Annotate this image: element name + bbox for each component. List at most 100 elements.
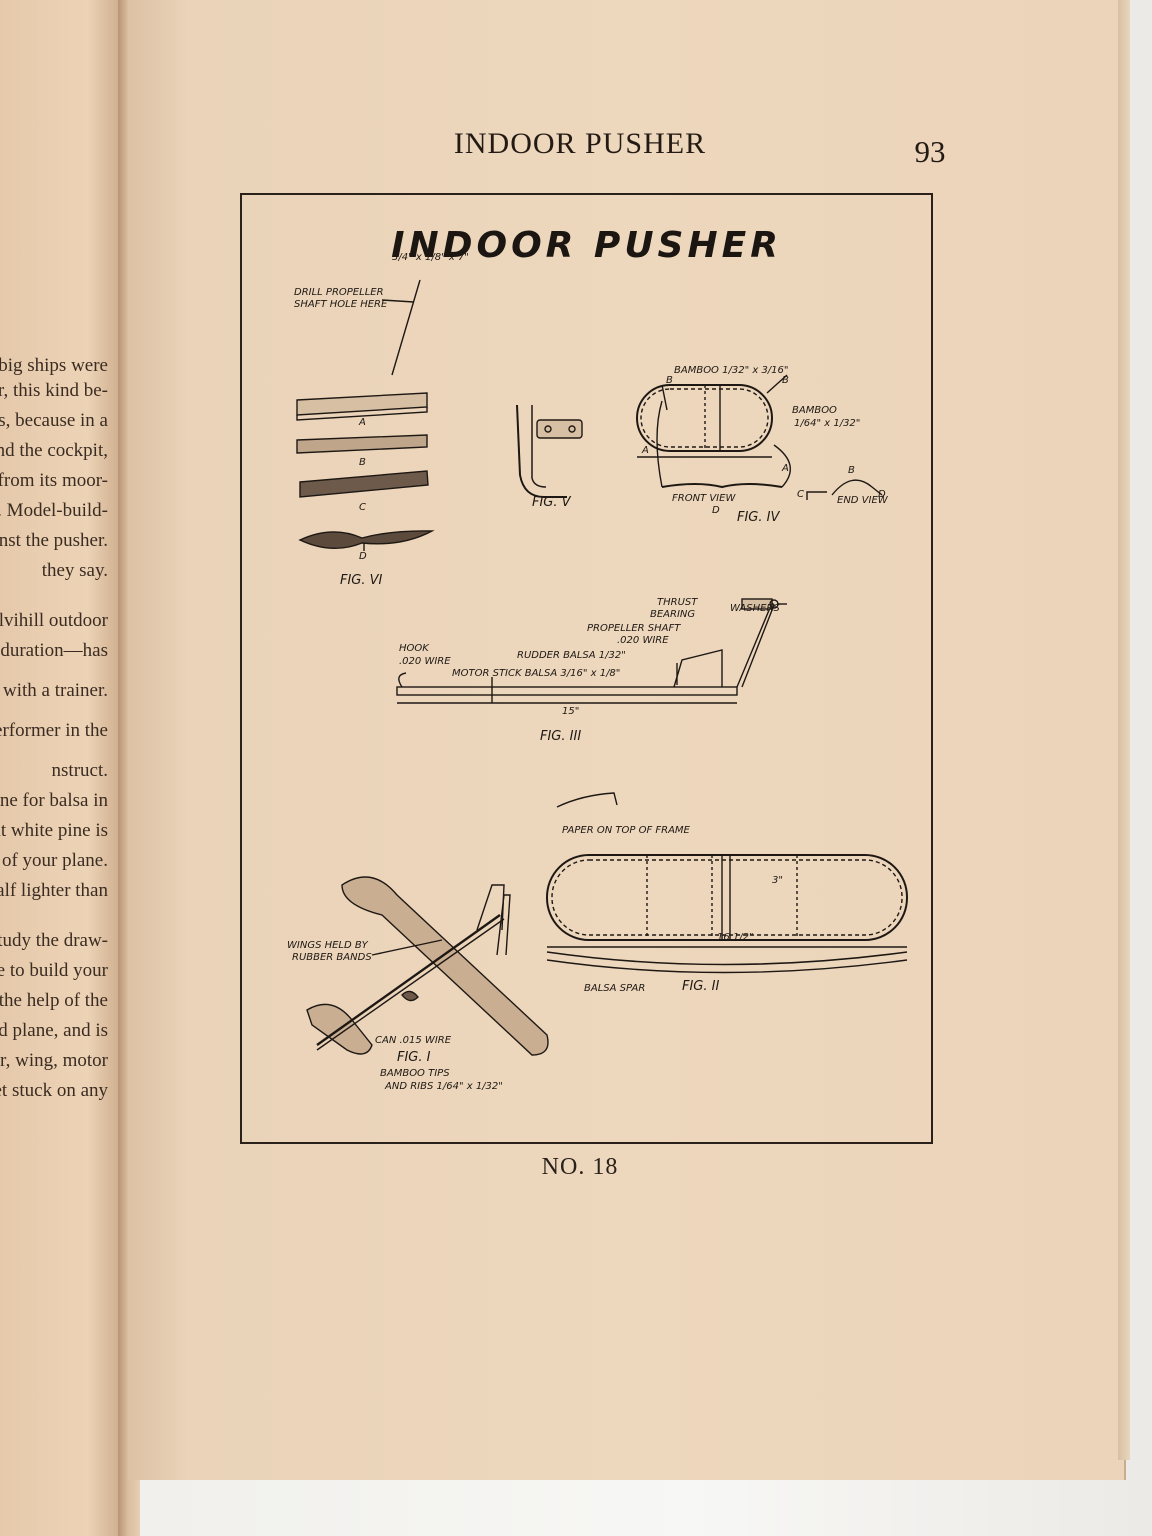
left-page-line: ction, study the draw- [0, 930, 108, 952]
left-page-line: elevator, wing, motor [0, 1050, 108, 1072]
fig6-dimension: 3/4" x 1/8" x 7" [392, 252, 469, 263]
left-page-line: y for duration—has [0, 640, 108, 662]
fig3-motor-stick [396, 598, 787, 704]
left-page-line-text: od wever with a trainer. [0, 680, 108, 701]
fig3-length: 15" [562, 706, 580, 717]
fig1-rubber-bands: RUBBER BANDS [292, 952, 372, 963]
left-page-line: wever, this kind be- [0, 380, 108, 402]
left-page-line-text: ators, because in a [0, 410, 108, 431]
running-head: INDOOR PUSHER [453, 127, 707, 160]
fig3-propeller-shaft: PROPELLER SHAFT [587, 623, 681, 634]
left-page-line: they say. [0, 560, 108, 582]
left-page-line: e pilot. Model-build- [0, 500, 108, 522]
left-page-line: behind the cockpit, [0, 440, 108, 462]
fig4-bamboo-top: BAMBOO 1/32" x 3/16" [674, 365, 789, 376]
fig4-end-view: END VIEW [837, 495, 888, 506]
left-page-line: be able to build your [0, 960, 108, 982]
left-page-line-text: y for duration—has [0, 640, 108, 661]
fig3-hook: HOOK [399, 643, 429, 654]
fig4-letter-a2: A [782, 463, 789, 474]
left-page-line: od wever with a trainer. [0, 680, 108, 702]
left-page-line: he Mulvihill outdoor [0, 610, 108, 632]
fig4-letter-d: D [878, 489, 886, 500]
fig4-bamboo-right: BAMBOO [792, 405, 837, 416]
left-page-line-text: f the big ships were [0, 355, 108, 376]
plate-title: INDOOR PUSHER [391, 225, 782, 266]
left-page-line-text: nstruct. [51, 760, 108, 781]
left-page-line-text: ssembled plane, and is [0, 1020, 108, 1041]
right-page [128, 0, 1126, 1480]
fig2-caption: FIG. II [682, 979, 720, 994]
fig4-bamboo-right-dim: 1/64" x 1/32" [794, 418, 861, 429]
plate-caption: NO. 18 [541, 1154, 619, 1180]
fig6-step-b: B [359, 457, 366, 468]
left-page-line-text: behind the cockpit, [0, 440, 108, 461]
fig3-thrust: THRUST [657, 597, 698, 608]
fig2-paper: PAPER ON TOP OF FRAME [562, 825, 690, 836]
fig6-drill-label-2: SHAFT HOLE HERE [294, 299, 388, 310]
fig5-hook [516, 404, 583, 498]
fig6-caption: FIG. VI [340, 573, 383, 588]
fig4-front-view: FRONT VIEW [672, 493, 736, 504]
fig6-step-c: C [359, 502, 366, 513]
left-page-line-text: er you get stuck on any [0, 1080, 108, 1101]
left-page-line: loose from its moor- [0, 470, 108, 492]
left-page-line-text: wever, this kind be- [0, 380, 108, 401]
fig3-bearing: BEARING [650, 609, 696, 620]
page-number: 93 [914, 134, 946, 169]
illustration-plate: INDOOR PUSHER 3/4" x 1/8" x 7" DRILL PRO… [240, 193, 933, 1144]
fig4-letter-d2: D [712, 505, 720, 516]
fig4-letter-b2: B [782, 375, 789, 386]
fig4-elevator [636, 374, 883, 500]
left-page-line-text: g time of your plane. [0, 850, 108, 871]
fig1-plane [306, 876, 549, 1056]
left-page-line: f the big ships were [0, 355, 108, 377]
fig3-caption: FIG. III [540, 729, 582, 744]
fig1-and-ribs: AND RIBS 1/64" x 1/32" [385, 1081, 503, 1092]
fig3-shaft-wire: .020 WIRE [617, 635, 669, 646]
left-page: f the big ships were wever, this kind be-… [0, 0, 125, 1536]
left-page-line: without the help of the [0, 990, 108, 1012]
fig4-letter-b1: B [666, 375, 673, 386]
fig2-chord: 3" [772, 875, 783, 886]
fig4-caption: FIG. IV [737, 510, 780, 525]
left-page-line-text: elevator, wing, motor [0, 1050, 108, 1071]
fig4-letter-b3: B [848, 465, 855, 476]
fig4-letter-c: C [797, 489, 804, 500]
fig3-hook-wire: .020 WIRE [399, 656, 451, 667]
fig6-propeller-steps [296, 279, 435, 551]
left-page-line: nstruct. [0, 760, 108, 782]
left-page-line-text: ainst the pusher. [0, 530, 108, 551]
left-page-line: white pine for balsa in [0, 790, 108, 812]
fig4-letter-a: A [642, 445, 649, 456]
fig1-wings-held: WINGS HELD BY [287, 940, 368, 951]
plate-drawings [296, 279, 908, 1056]
fig1-caption: FIG. I [397, 1050, 431, 1065]
left-page-line: is one half lighter than [0, 880, 108, 902]
left-page-line-text: white pine for balsa in [0, 790, 108, 811]
left-page-line: liable performer in the [0, 720, 108, 742]
fig1-can-wire: CAN .015 WIRE [375, 1035, 452, 1046]
page-edge [1118, 0, 1130, 1460]
left-page-line-text: without the help of the [0, 990, 108, 1011]
fig1-bamboo-tips: BAMBOO TIPS [380, 1068, 450, 1079]
fig3-washers: WASHERS [730, 603, 780, 614]
left-page-line: ators, because in a [0, 410, 108, 432]
fig2-wing [546, 792, 908, 974]
left-page-line-text: ction, study the draw- [0, 930, 108, 951]
left-page-line-text: be able to build your [0, 960, 108, 981]
left-page-line: er you get stuck on any [0, 1080, 108, 1102]
fig5-caption: FIG. V [532, 495, 571, 510]
left-page-line: ainst the pusher. [0, 530, 108, 552]
fig6-step-a: A [359, 417, 366, 428]
left-page-line-text: he Mulvihill outdoor [0, 610, 108, 631]
fig2-span: 16 1/2" [717, 932, 754, 943]
left-page-line-text: e pilot. Model-build- [0, 500, 108, 521]
fig3-motor-stick: MOTOR STICK BALSA 3/16" x 1/8" [452, 668, 621, 679]
left-page-line-text: is one half lighter than [0, 880, 108, 901]
left-page-line: ssembled plane, and is [0, 1020, 108, 1042]
left-page-line: g time of your plane. [0, 850, 108, 872]
